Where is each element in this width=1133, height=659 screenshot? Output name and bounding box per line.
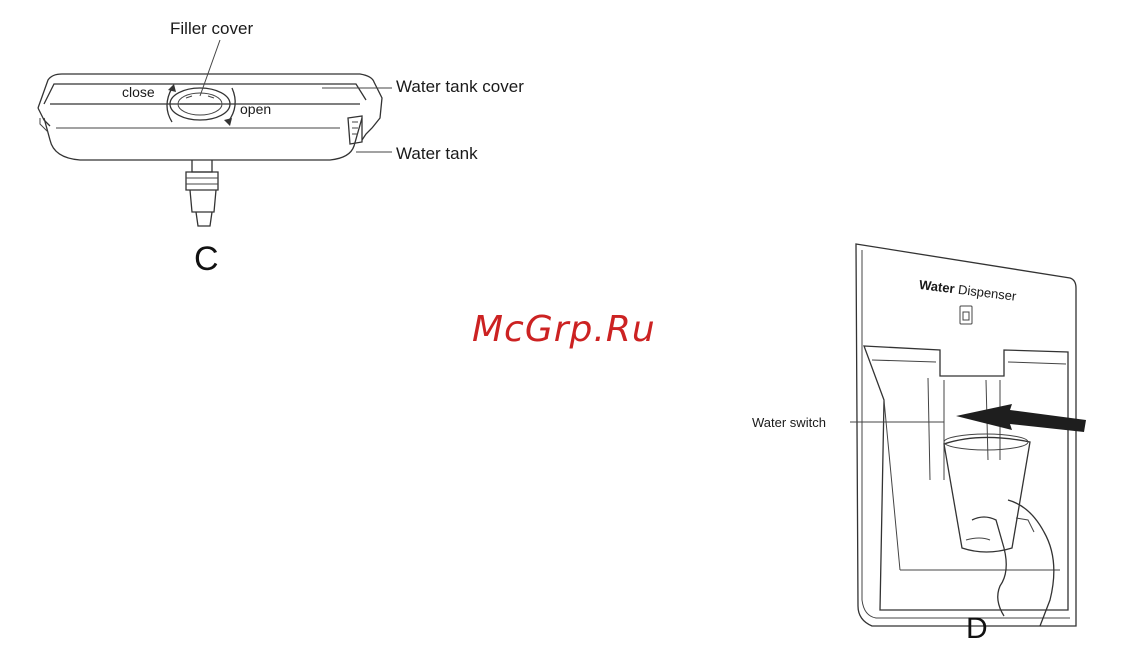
watermark-text: McGrp.Ru — [472, 312, 656, 348]
water-switch-label: Water switch — [752, 416, 826, 429]
figure-d-letter: D — [966, 614, 988, 644]
